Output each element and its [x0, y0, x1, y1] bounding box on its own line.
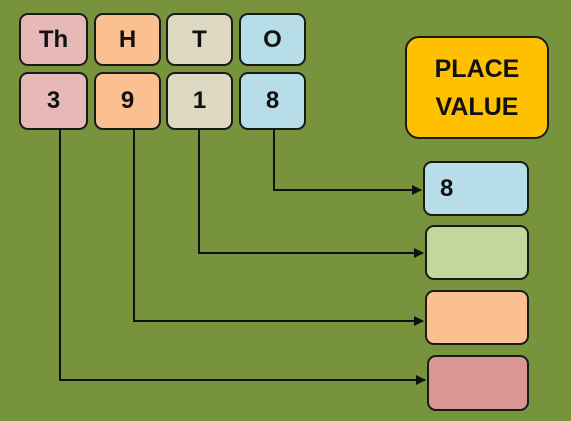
digit-tens: 1	[166, 72, 233, 130]
place-value-title: PLACE VALUE	[405, 36, 549, 139]
header-thousands: Th	[19, 13, 88, 66]
header-ones: O	[239, 13, 306, 66]
answer-box-tens[interactable]	[425, 225, 529, 280]
header-tens: T	[166, 13, 233, 66]
arrow-ones-to-answer	[273, 130, 422, 195]
title-line-1: PLACE	[434, 54, 520, 83]
digit-ones: 8	[239, 72, 306, 130]
answer-box-thousands[interactable]	[427, 355, 529, 411]
digit-thousands: 3	[19, 72, 88, 130]
answer-box-hundreds[interactable]	[425, 290, 529, 345]
arrow-tens-to-answer	[198, 130, 424, 258]
answer-box-ones[interactable]: 8	[423, 161, 529, 216]
digit-hundreds: 9	[94, 72, 161, 130]
header-hundreds: H	[94, 13, 161, 66]
arrow-hundreds-to-answer	[133, 130, 424, 326]
title-line-2: VALUE	[435, 92, 519, 121]
arrow-thousands-to-answer	[59, 130, 426, 385]
